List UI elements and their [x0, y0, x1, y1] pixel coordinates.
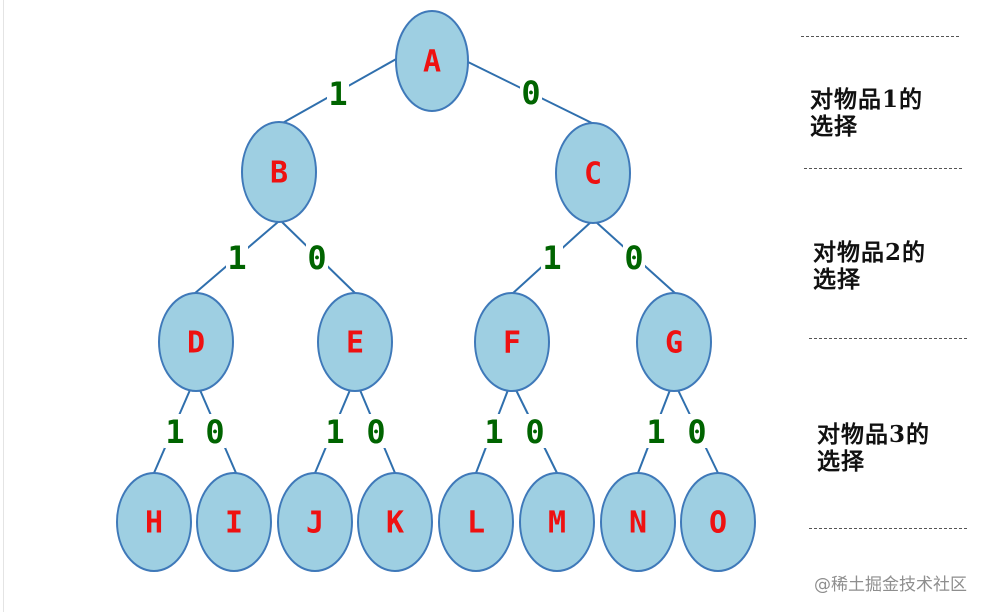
level-caption-3: 对物品3的 选择 [817, 421, 930, 475]
node-b [241, 121, 317, 223]
node-l [438, 472, 514, 572]
tree-nodes: A B C D E F G H I J K L M N O [116, 10, 756, 572]
node-label-c: C [584, 157, 602, 192]
level-caption-2-line2: 选择 [813, 266, 861, 293]
edge-label-f-l: 1 [484, 413, 503, 451]
level-divider-2 [809, 338, 967, 339]
edge-label-backing [645, 414, 667, 448]
watermark: @稀土掘金技术社区 [814, 575, 967, 595]
node-label-k: K [386, 506, 404, 541]
node-label-m: M [548, 506, 566, 541]
edge-label-b-d: 1 [227, 239, 246, 277]
edge-label-d-h: 1 [165, 413, 184, 451]
edge-label-c-f: 1 [542, 239, 561, 277]
node-e [317, 292, 393, 392]
node-m [519, 472, 595, 572]
edge-label-e-k: 0 [366, 413, 385, 451]
level-caption-1-line1: 对物品1的 [810, 86, 924, 113]
edge-label-a-b: 1 [328, 75, 347, 113]
node-o [680, 472, 756, 572]
node-label-i: I [225, 506, 243, 541]
level-caption-2-line1: 对物品2的 [813, 239, 927, 266]
left-border [3, 0, 4, 612]
edge-label-b-e: 0 [307, 239, 326, 277]
edge-label-backing [226, 240, 248, 274]
node-i [196, 472, 272, 572]
node-label-h: H [145, 506, 163, 541]
node-d [158, 292, 234, 392]
level-divider-0 [801, 36, 959, 37]
node-label-f: F [503, 326, 521, 361]
node-label-a: A [423, 45, 441, 80]
edge-label-backing [204, 414, 226, 448]
node-label-d: D [187, 326, 205, 361]
node-n [600, 472, 676, 572]
node-k [357, 472, 433, 572]
edge-label-backing [483, 414, 505, 448]
node-f [474, 292, 550, 392]
level-caption-3-line2: 选择 [817, 448, 865, 475]
edge-label-backing [306, 240, 328, 274]
node-label-n: N [629, 506, 647, 541]
edge-label-backing [524, 414, 546, 448]
node-j [277, 472, 353, 572]
level-caption-2: 对物品2的 选择 [813, 239, 926, 293]
node-a [395, 10, 469, 112]
edge-label-backing [327, 76, 349, 110]
edge-label-backing [623, 240, 645, 274]
edge-label-c-g: 0 [624, 239, 643, 277]
edge-label-g-o: 0 [687, 413, 706, 451]
node-label-o: O [709, 506, 727, 541]
level-divider-3 [809, 528, 967, 529]
node-label-j: J [306, 506, 324, 541]
edge-label-e-j: 1 [325, 413, 344, 451]
level-divider-1 [804, 168, 962, 169]
node-label-l: L [467, 506, 485, 541]
level-caption-1-line2: 选择 [810, 113, 858, 140]
edge-label-g-n: 1 [646, 413, 665, 451]
edge-label-backing [541, 240, 563, 274]
node-h [116, 472, 192, 572]
edge-label-backing [520, 75, 542, 109]
edge-label-f-m: 0 [525, 413, 544, 451]
edge-label-backing [164, 414, 186, 448]
edge-label-a-c: 0 [521, 74, 540, 112]
node-g [636, 292, 712, 392]
level-caption-3-line1: 对物品3的 [817, 421, 931, 448]
node-label-e: E [346, 326, 364, 361]
edge-label-d-i: 0 [205, 413, 224, 451]
level-caption-1: 对物品1的 选择 [810, 86, 923, 140]
node-label-b: B [270, 156, 288, 191]
node-c [555, 122, 631, 224]
edge-label-backing [324, 414, 346, 448]
node-label-g: G [665, 326, 683, 361]
edge-label-backing [365, 414, 387, 448]
edge-label-backing [686, 414, 708, 448]
